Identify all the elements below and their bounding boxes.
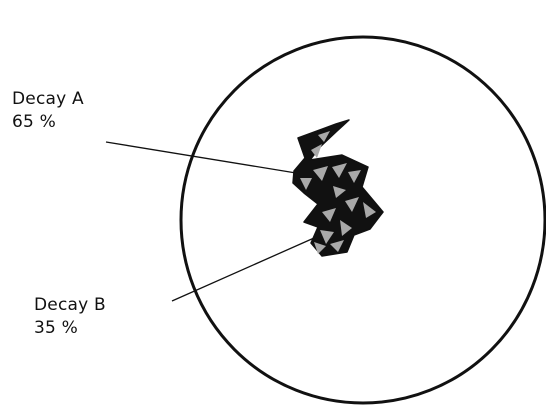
decay-b-percent: 35 % bbox=[34, 317, 106, 340]
decay-a-leader-line bbox=[106, 142, 296, 173]
decay-b-label: Decay B 35 % bbox=[34, 294, 106, 340]
decay-a-label: Decay A 65 % bbox=[12, 88, 84, 134]
decay-b-leader-line bbox=[172, 238, 314, 301]
decay-a-name: Decay A bbox=[12, 88, 84, 111]
decay-b-name: Decay B bbox=[34, 294, 106, 317]
decay-a-percent: 65 % bbox=[12, 111, 84, 134]
decay-fragment-cluster bbox=[293, 120, 383, 256]
